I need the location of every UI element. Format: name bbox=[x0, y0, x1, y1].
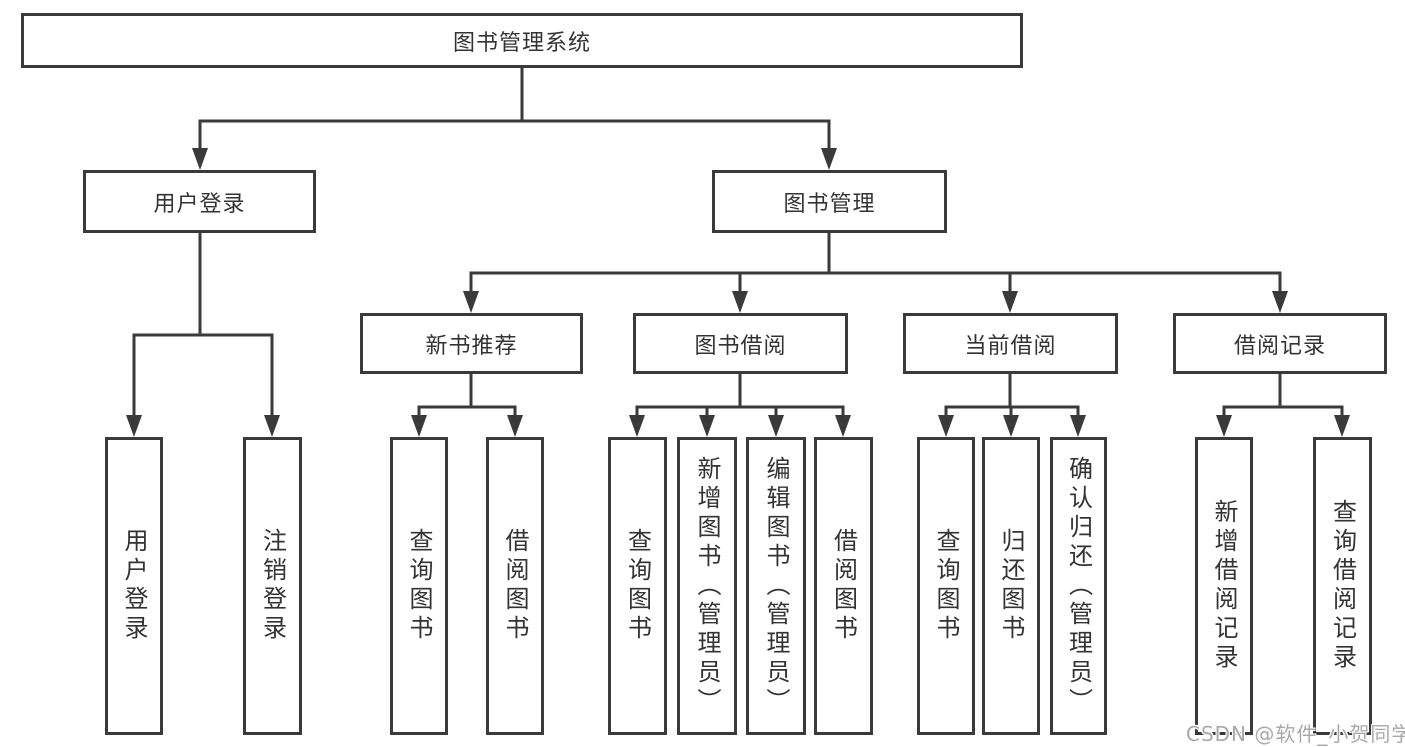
node-library-system: 图书管理系统 bbox=[21, 13, 1023, 68]
leaf-label: 查询图书 bbox=[405, 528, 433, 644]
node-label: 当前借阅 bbox=[964, 333, 1057, 359]
leaf-query-borrow-record: 查询借阅记录 bbox=[1313, 437, 1372, 735]
leaf-edit-book-admin: 编辑图书（管理员） bbox=[746, 437, 806, 735]
leaf-label: 确认归还（管理员） bbox=[1064, 455, 1093, 717]
node-borrowing-records: 借阅记录 bbox=[1173, 313, 1387, 374]
arrowhead-icon bbox=[126, 148, 1350, 437]
node-book-management: 图书管理 bbox=[712, 170, 947, 233]
leaf-label: 借阅图书 bbox=[501, 528, 529, 644]
leaf-label: 查询借阅记录 bbox=[1328, 499, 1357, 673]
node-current-borrowing: 当前借阅 bbox=[903, 313, 1118, 374]
node-label: 图书管理系统 bbox=[452, 30, 591, 56]
leaf-label: 注销登录 bbox=[258, 528, 287, 644]
leaf-label: 查询图书 bbox=[623, 528, 652, 644]
leaf-logout: 注销登录 bbox=[243, 437, 302, 735]
leaf-query-books-recommend: 查询图书 bbox=[390, 437, 448, 735]
leaf-label: 新增借阅记录 bbox=[1210, 499, 1238, 673]
leaf-label: 编辑图书（管理员） bbox=[762, 455, 790, 717]
leaf-label: 归还图书 bbox=[997, 528, 1025, 644]
leaf-user-login: 用户登录 bbox=[105, 437, 163, 735]
leaf-add-borrow-record: 新增借阅记录 bbox=[1195, 437, 1253, 735]
leaf-query-books-borrowing: 查询图书 bbox=[608, 437, 667, 735]
node-new-book-recommendation: 新书推荐 bbox=[360, 313, 583, 374]
node-label: 图书借阅 bbox=[694, 333, 787, 359]
leaf-confirm-return-admin: 确认归还（管理员） bbox=[1050, 437, 1107, 735]
watermark: CSDN @软件_小贺同学 bbox=[1186, 722, 1405, 746]
node-user-login: 用户登录 bbox=[83, 170, 316, 233]
leaf-return-books: 归还图书 bbox=[982, 437, 1040, 735]
leaf-borrow-books-borrowing: 借阅图书 bbox=[814, 437, 873, 735]
node-label: 借阅记录 bbox=[1233, 333, 1326, 359]
leaf-label: 新增图书（管理员） bbox=[693, 455, 721, 717]
node-label: 新书推荐 bbox=[425, 333, 518, 359]
leaf-label: 用户登录 bbox=[120, 528, 148, 644]
node-label: 图书管理 bbox=[783, 191, 876, 217]
node-label: 用户登录 bbox=[153, 191, 246, 217]
leaf-add-book-admin: 新增图书（管理员） bbox=[677, 437, 737, 735]
node-book-borrowing: 图书借阅 bbox=[633, 313, 848, 374]
leaf-label: 查询图书 bbox=[932, 528, 960, 644]
leaf-borrow-books-recommend: 借阅图书 bbox=[486, 437, 544, 735]
leaf-label: 借阅图书 bbox=[829, 528, 858, 644]
leaf-query-books-current: 查询图书 bbox=[917, 437, 975, 735]
